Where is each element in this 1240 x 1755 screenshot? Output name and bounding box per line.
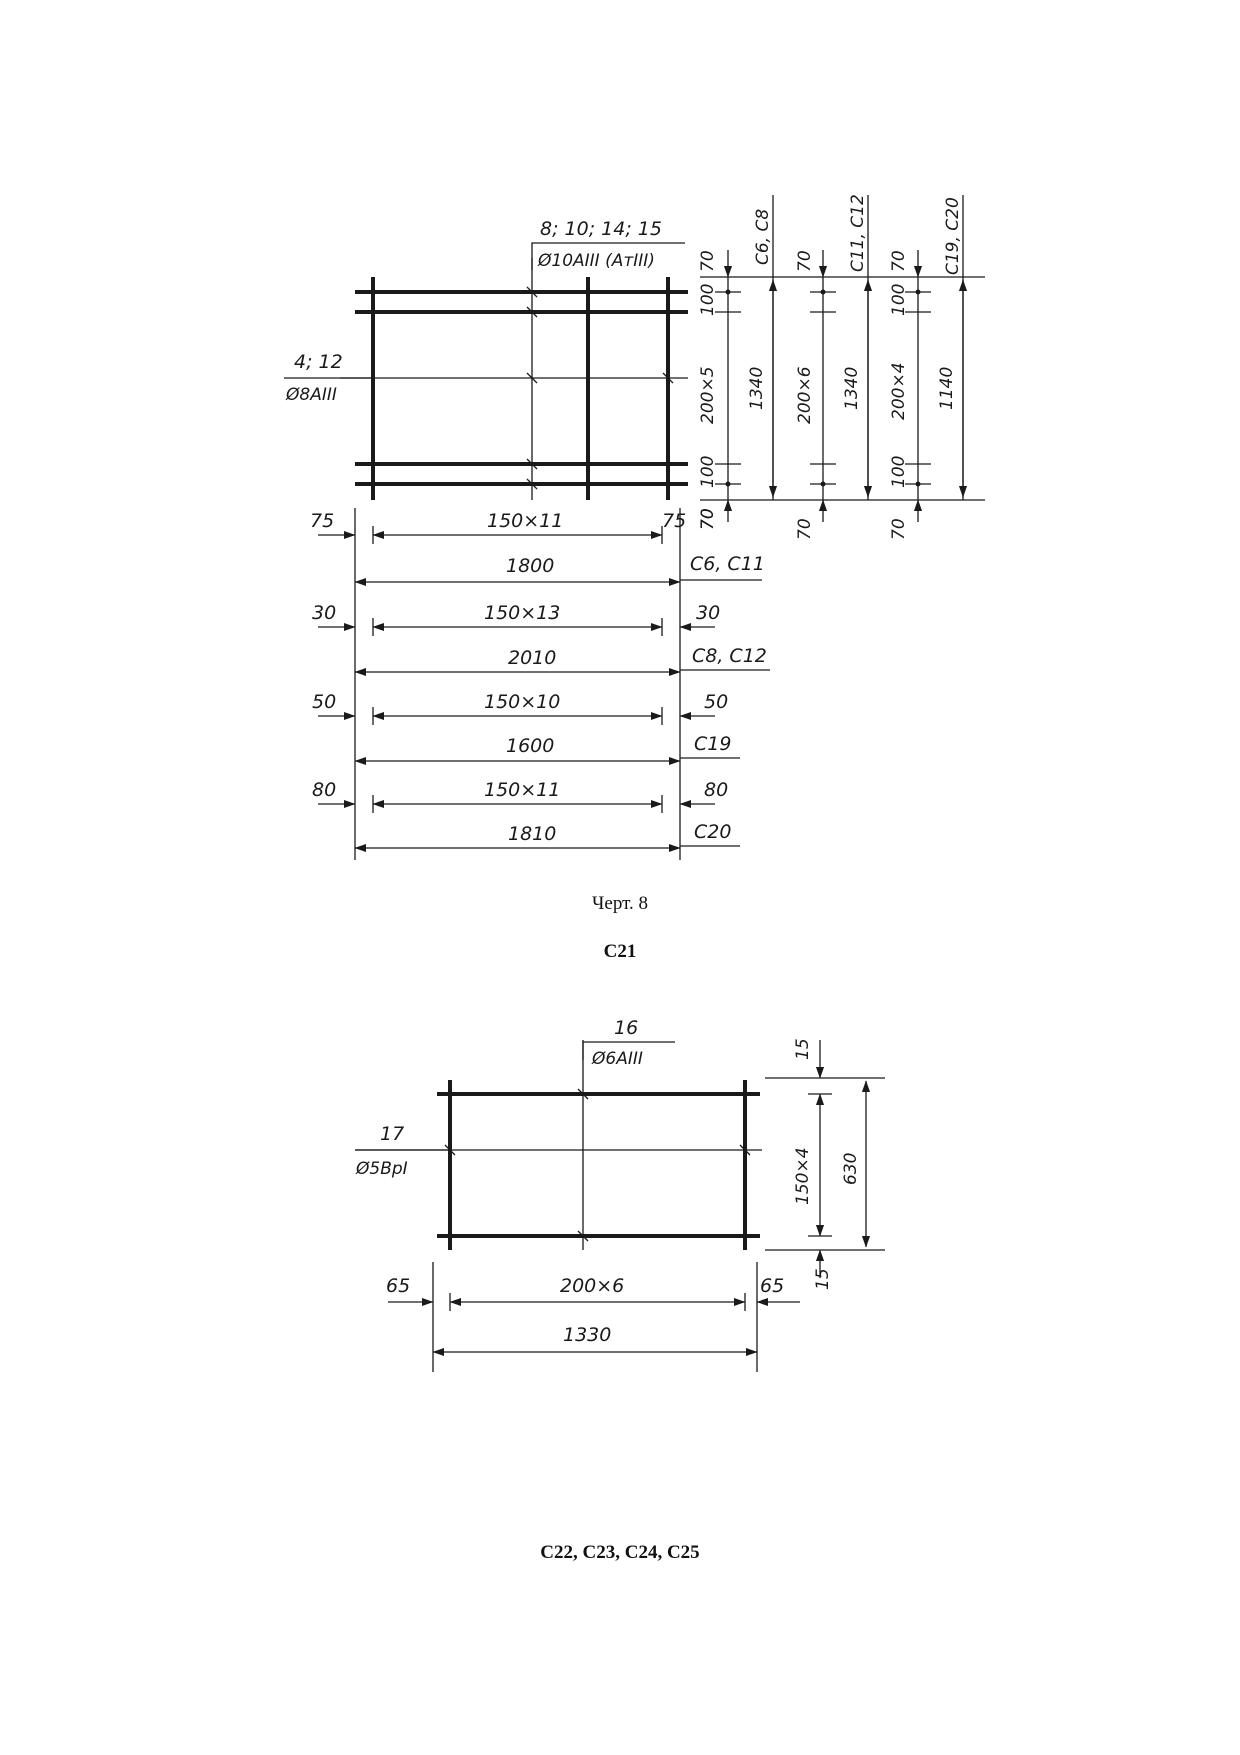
row-2-marks: С8, С12 (692, 645, 767, 667)
column-3-top-offset: 70 (889, 250, 909, 272)
leader-top-bars-spec: Ø10АIII (АтIII) (537, 251, 655, 271)
column-3-bottom-offset: 70 (889, 518, 909, 540)
mesh-drawing-1 (340, 258, 688, 500)
column-3-middle: 200×4 (889, 362, 909, 420)
leader-top-bars-position: 8; 10; 14; 15 (540, 218, 662, 240)
horizontal-dims-row-3: 50 150×10 50 1600 С19 (312, 691, 740, 766)
leader-side-bars-position: 4; 12 (294, 351, 343, 373)
column-2-top-offset: 70 (795, 250, 815, 272)
leader-side-bars-spec: Ø8АIII (285, 385, 337, 405)
leader-c21-top-position: 16 (614, 1017, 638, 1039)
row-1-pitch: 150×11 (487, 510, 563, 532)
row-1-total: 1800 (506, 555, 554, 577)
row-3-pitch: 150×10 (484, 691, 560, 713)
column-3-top-spacing: 100 (889, 284, 909, 316)
row-2-right: 30 (696, 602, 720, 624)
row-4-total: 1810 (508, 823, 556, 845)
leader-c21-top-spec: Ø6АIII (591, 1049, 643, 1069)
leader-c21-top: 16 Ø6АIII (582, 1017, 675, 1069)
next-section-title: С22, С23, С24, С25 (540, 1542, 700, 1563)
leader-c21-side: 17 Ø5ВрI (355, 1123, 450, 1179)
leader-side-bars: 4; 12 Ø8АIII (284, 351, 373, 405)
c21-pitch: 200×6 (560, 1275, 624, 1297)
vertical-dims-column-2: 70 200×6 70 1340 (795, 250, 873, 540)
c21-right-offset: 65 (760, 1275, 784, 1297)
row-2-pitch: 150×13 (484, 602, 560, 624)
row-4-marks: С20 (694, 821, 731, 843)
first-column-bottom-offset: 70 (698, 508, 718, 530)
row-1-right: 75 (662, 510, 686, 532)
column-1-total: 1340 (747, 367, 767, 410)
row-3-total: 1600 (506, 735, 554, 757)
column-1-top-spacing: 100 (698, 284, 718, 316)
c21-left-offset: 65 (386, 1275, 410, 1297)
column-2-middle: 200×6 (795, 366, 815, 424)
horizontal-dims-row-2: 30 150×13 30 2010 С8, С12 (312, 602, 770, 677)
c21-middle: 150×4 (793, 1147, 813, 1205)
c21-horizontal-dims: 65 200×6 65 1330 (386, 1262, 800, 1372)
c21-top-offset: 15 (793, 1038, 813, 1060)
vertical-dims-column-1: 70 100 200×5 100 70 1340 (698, 250, 778, 530)
column-1-bottom-offset: 70 (698, 508, 718, 530)
column-label-1: С6, С8 (753, 209, 773, 265)
c21-vertical-dims: 15 150×4 15 630 (765, 1038, 885, 1290)
leader-c21-side-position: 17 (380, 1123, 404, 1145)
c21-total-length: 1330 (563, 1324, 611, 1346)
c21-bottom-offset: 15 (813, 1268, 833, 1290)
row-4-right: 80 (704, 779, 728, 801)
column-label-2: С11, С12 (848, 194, 868, 272)
horizontal-dims-row-1: 75 150×11 75 1800 С6, С11 (310, 510, 765, 587)
section-c21-title: С21 (603, 941, 637, 962)
column-3-total: 1140 (937, 367, 957, 410)
figure-1-caption: Черт. 8 (592, 893, 648, 914)
row-1-marks: С6, С11 (690, 553, 765, 575)
row-3-right: 50 (704, 691, 728, 713)
mesh-drawing-c21 (355, 1040, 762, 1250)
row-1-left: 75 (310, 510, 334, 532)
row-2-total: 2010 (508, 647, 556, 669)
c21-total: 630 (841, 1153, 861, 1185)
leader-c21-side-spec: Ø5ВрI (355, 1159, 408, 1179)
row-3-marks: С19 (694, 733, 731, 755)
column-3-bottom-spacing: 100 (889, 456, 909, 488)
column-1-top-offset: 70 (698, 250, 718, 272)
row-4-pitch: 150×11 (484, 779, 560, 801)
column-1-middle: 200×5 (698, 366, 718, 424)
column-1-bottom-spacing: 100 (698, 456, 718, 488)
row-4-left: 80 (312, 779, 336, 801)
leader-top-bars: 8; 10; 14; 15 Ø10АIII (АтIII) (531, 218, 685, 271)
column-label-3: С19, С20 (943, 197, 963, 275)
column-2-bottom-offset: 70 (795, 518, 815, 540)
column-2-total: 1340 (842, 367, 862, 410)
horizontal-dims-row-4: 80 150×11 80 1810 С20 (312, 779, 740, 853)
row-2-left: 30 (312, 602, 336, 624)
row-3-left: 50 (312, 691, 336, 713)
vertical-dims-column-3: 70 100 200×4 100 70 1140 (889, 250, 968, 540)
